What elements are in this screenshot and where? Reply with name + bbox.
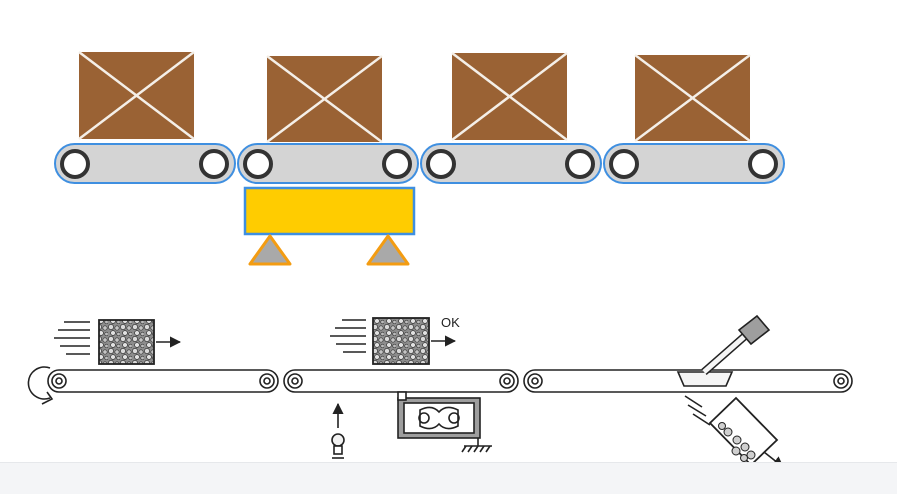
- package-2: [330, 317, 457, 365]
- roller-conveyor-1: [54, 143, 236, 184]
- inspection-station: [397, 391, 492, 453]
- ok-label: OK: [441, 315, 460, 330]
- roller-wheel-icon: [609, 149, 639, 179]
- box-2: [266, 54, 383, 144]
- roller-wheel-icon: [243, 149, 273, 179]
- weighing-scale: [243, 186, 416, 266]
- roller-wheel-icon: [565, 149, 595, 179]
- roller-conveyor-3: [420, 143, 602, 184]
- scale-support-right: [366, 234, 410, 266]
- roller-wheel-icon: [426, 149, 456, 179]
- roller-wheel-icon: [748, 149, 778, 179]
- box-1: [78, 51, 195, 140]
- top-scene: [54, 51, 785, 266]
- roller-wheel-icon: [60, 149, 90, 179]
- rotation-arrow-icon: [27, 366, 51, 400]
- roller-wheel-icon: [382, 149, 412, 179]
- belt-conveyor-2: [283, 369, 519, 393]
- roller-conveyor-4: [603, 143, 785, 184]
- rotation-arrowhead-icon: [41, 391, 54, 405]
- reject-bin: [684, 395, 784, 468]
- bottom-scene: OK: [27, 314, 853, 468]
- footer-strip: [0, 462, 897, 494]
- roller-conveyor-2: [237, 143, 419, 184]
- scale-support-left: [248, 234, 292, 266]
- box-4: [634, 53, 751, 143]
- roller-wheel-icon: [199, 149, 229, 179]
- belt-conveyor-1: [47, 369, 279, 393]
- scale-platform: [243, 186, 416, 236]
- light-sensor-icon: [331, 402, 345, 459]
- reject-pusher: [676, 314, 771, 387]
- box-3: [451, 52, 568, 141]
- package-1: [54, 319, 182, 365]
